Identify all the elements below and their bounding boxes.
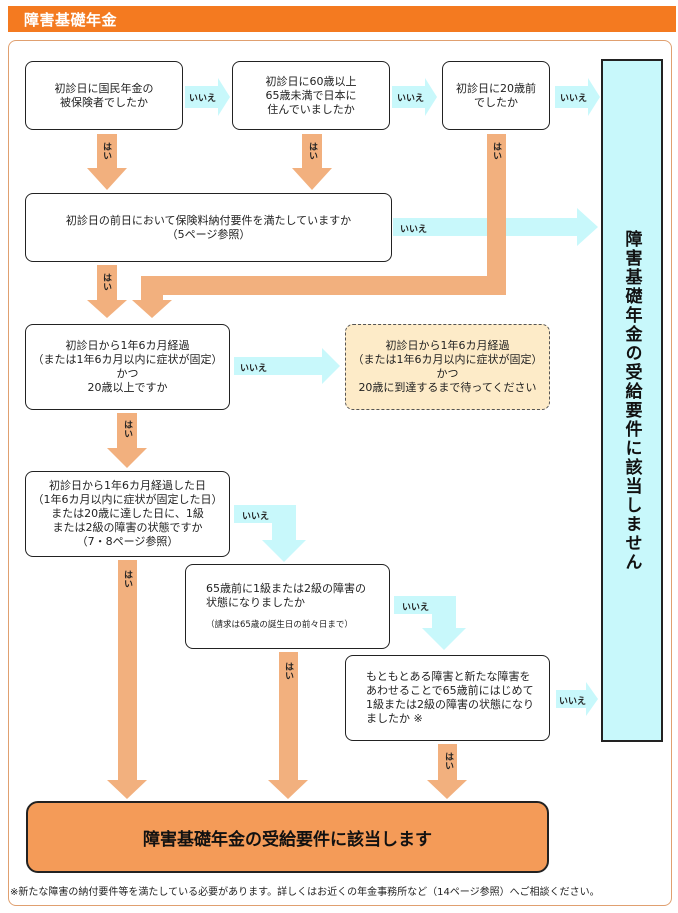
eligible-text: 障害基礎年金の受給要件に該当します <box>143 829 432 850</box>
no-label-q6: いいえ <box>242 512 270 522</box>
section-header: 障害基礎年金 <box>8 6 676 32</box>
question-under-20: 初診日に20歳前 でしたか <box>442 61 550 130</box>
question-18-months: 初診日から1年6カ月経過 （または1年6カ月以内に症状が固定） かつ 20歳以上… <box>25 324 230 410</box>
question-contribution: 初診日の前日において保険料納付要件を満たしていますか （5ページ参照） <box>25 193 392 262</box>
no-arrow-q5 <box>234 348 340 384</box>
question-disability-grade: 初診日から1年6カ月経過した日 （1年6カ月以内に症状が固定した日） または20… <box>25 471 230 557</box>
yes-label-q4: はい <box>101 273 111 291</box>
question-age-60-65: 初診日に60歳以上 65歳未満で日本に 住んでいましたか <box>232 61 390 130</box>
yes-arrow-q6 <box>107 560 147 799</box>
question-disability-grade-text: 初診日から1年6カ月経過した日 （1年6カ月以内に症状が固定した日） または20… <box>32 479 223 548</box>
no-label-q4: いいえ <box>400 225 428 235</box>
no-label-q3: いいえ <box>560 94 588 104</box>
no-arrow-q8 <box>556 682 598 716</box>
yes-label-q2: はい <box>307 142 317 160</box>
not-eligible-text: 障害基礎年金の受給要件に該当しません <box>621 229 642 572</box>
question-under-20-text: 初診日に20歳前 でしたか <box>456 81 536 109</box>
question-before-65-note: （請求は65歳の誕生日の前々日まで） <box>206 619 353 630</box>
flowchart-frame <box>8 40 672 906</box>
eligible-box: 障害基礎年金の受給要件に該当します <box>26 801 549 873</box>
question-combined-disability-text: もともとある障害と新たな障害を あわせることで65歳前にはじめて 1級または2級… <box>366 670 534 725</box>
footnote: ※新たな障害の納付要件等を満たしている必要があります。詳しくはお近くの年金事務所… <box>10 887 600 898</box>
yes-arrow-q8 <box>427 744 467 799</box>
wait-box: 初診日から1年6カ月経過 （または1年6カ月以内に症状が固定） かつ 20歳に到… <box>345 324 550 410</box>
yes-label-q6: はい <box>122 570 132 588</box>
question-before-65-wrap: 65歳前に1級または2級の障害の 状態になりましたか （請求は65歳の誕生日の前々… <box>206 582 366 632</box>
yes-arrow-q4 <box>87 265 127 318</box>
no-arrow-q7 <box>394 596 466 650</box>
no-arrow-q3 <box>555 78 600 116</box>
yes-label-q1: はい <box>101 142 111 160</box>
question-age-60-65-text: 初診日に60歳以上 65歳未満で日本に 住んでいましたか <box>265 74 357 116</box>
yes-label-q8: はい <box>443 752 453 770</box>
no-arrow-q1 <box>185 78 230 116</box>
yes-label-q3: はい <box>491 142 501 160</box>
no-label-q5: いいえ <box>240 364 268 374</box>
question-before-65-text: 65歳前に1級または2級の障害の 状態になりましたか <box>206 581 366 609</box>
yes-arrow-q3-connector <box>132 134 506 318</box>
yes-arrow-q1 <box>87 134 127 190</box>
question-before-65: 65歳前に1級または2級の障害の 状態になりましたか （請求は65歳の誕生日の前々… <box>185 564 390 649</box>
not-eligible-box: 障害基礎年金の受給要件に該当しません <box>601 59 663 742</box>
question-insured: 初診日に国民年金の 被保険者でしたか <box>25 61 183 130</box>
yes-arrow-q2 <box>292 134 332 190</box>
yes-label-q5: はい <box>122 420 132 438</box>
question-18-months-text: 初診日から1年6カ月経過 （または1年6カ月以内に症状が固定） かつ 20歳以上… <box>32 339 223 394</box>
section-title: 障害基礎年金 <box>24 11 118 29</box>
question-contribution-text: 初診日の前日において保険料納付要件を満たしていますか （5ページ参照） <box>65 213 352 241</box>
no-arrow-q2 <box>392 78 437 116</box>
no-label-q7: いいえ <box>402 603 430 613</box>
question-insured-text: 初診日に国民年金の 被保険者でしたか <box>54 81 154 109</box>
no-arrow-q6 <box>234 505 306 562</box>
wait-box-text: 初診日から1年6カ月経過 （または1年6カ月以内に症状が固定） かつ 20歳に到… <box>352 339 543 394</box>
yes-arrow-q5 <box>107 413 147 468</box>
yes-label-q7: はい <box>283 662 293 680</box>
yes-arrow-q7 <box>268 652 308 799</box>
no-label-q8: いいえ <box>559 697 587 707</box>
no-label-q2: いいえ <box>397 94 425 104</box>
no-label-q1: いいえ <box>189 94 217 104</box>
question-combined-disability: もともとある障害と新たな障害を あわせることで65歳前にはじめて 1級または2級… <box>345 655 550 741</box>
